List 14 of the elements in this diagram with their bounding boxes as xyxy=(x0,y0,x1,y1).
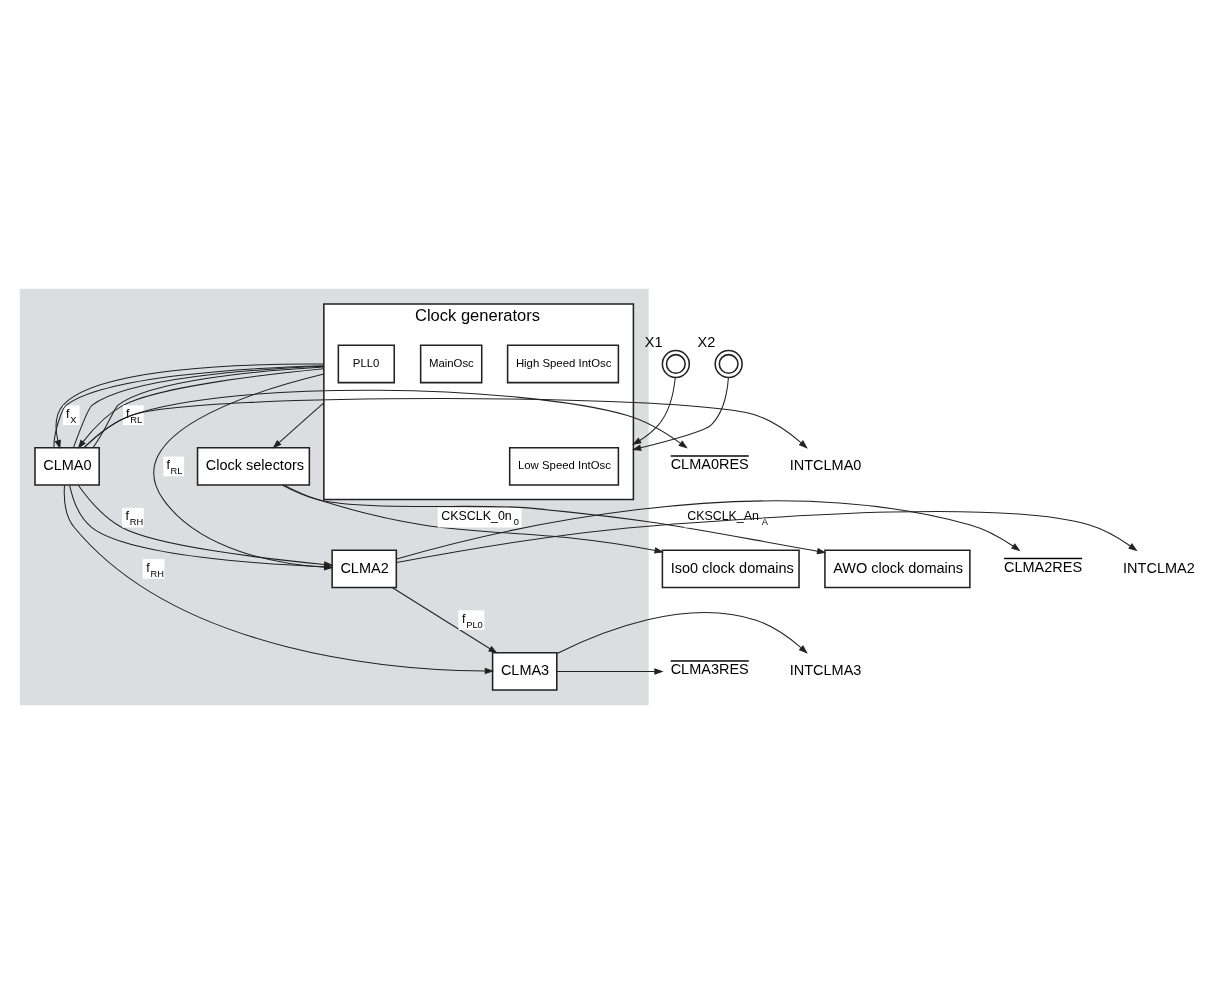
node-text: CLMA0RES xyxy=(670,456,749,473)
node-text: INTCLMA2 xyxy=(1123,559,1195,576)
edge-label: f$_{RL}$ xyxy=(166,458,183,477)
node-text: INTCLMA0 xyxy=(789,457,862,474)
node-text: CLMA3RES xyxy=(670,661,749,678)
node-label: X2 xyxy=(697,333,716,350)
node-text: CLMA2RES xyxy=(1004,558,1083,575)
edge-label: f$_{RH}$ xyxy=(146,560,164,579)
edge-label: f$_{PL0}$ xyxy=(462,611,483,630)
node-text: INTCLMA3 xyxy=(789,662,862,679)
edge-label: CKSCLK_0n$_{0}$ xyxy=(441,509,519,528)
node-label: X1 xyxy=(644,333,663,350)
edge-label: CKSCLK_An$_{A}$ xyxy=(687,509,768,528)
edge-label: f$_{RH}$ xyxy=(125,509,144,528)
